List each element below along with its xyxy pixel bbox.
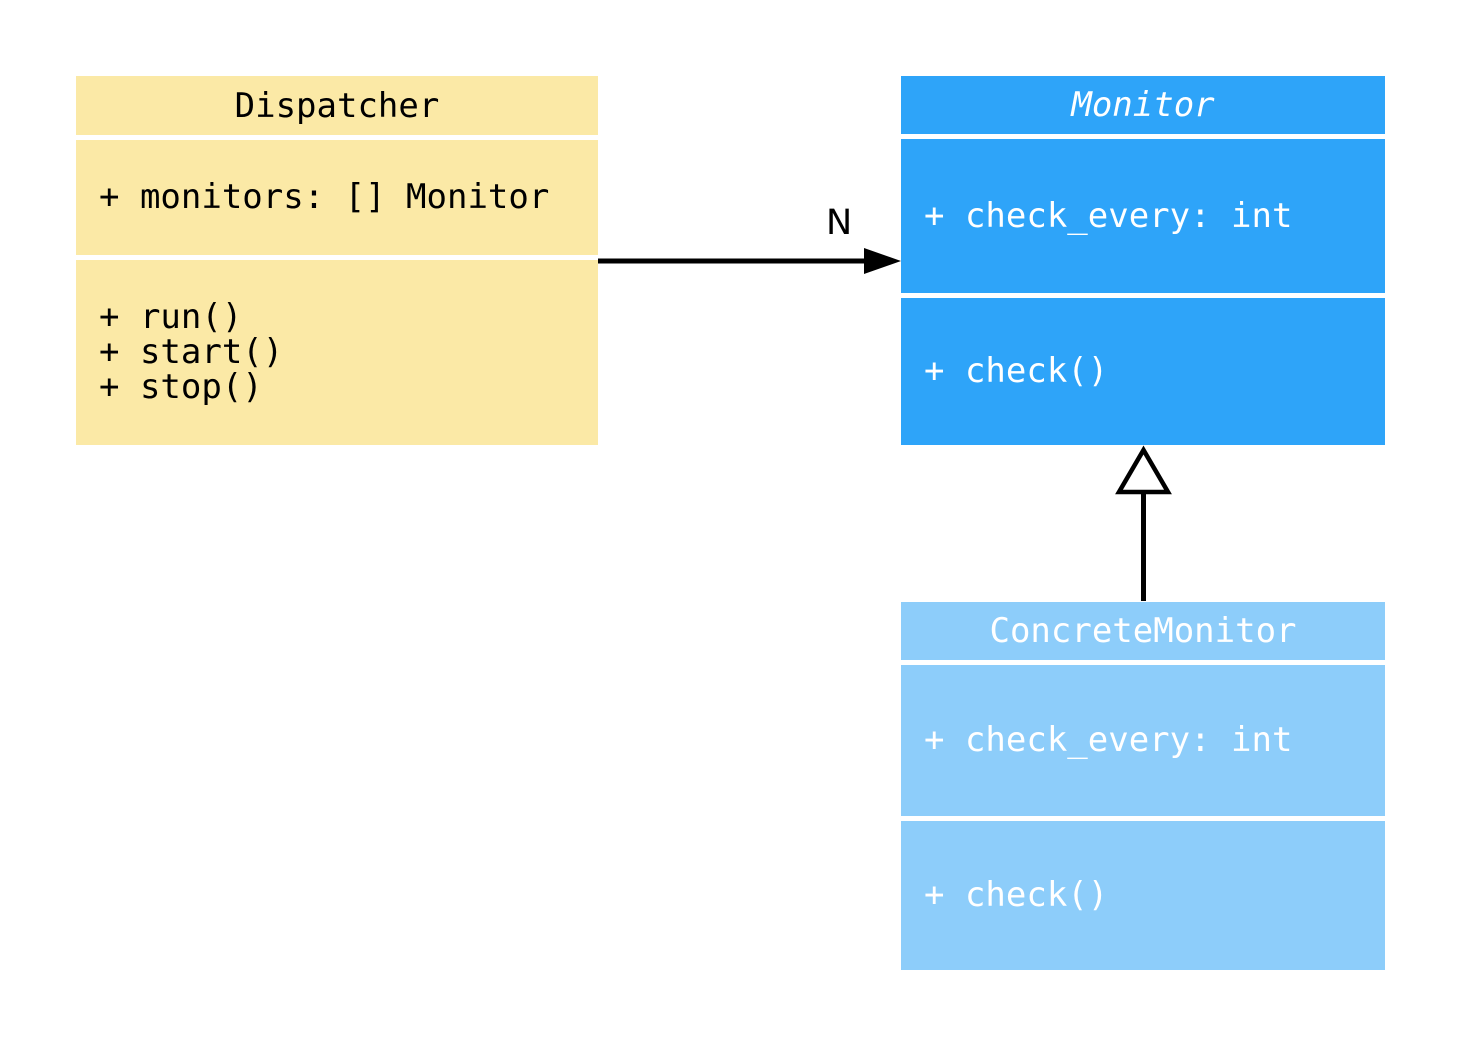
class-name-dispatcher: Dispatcher bbox=[234, 85, 440, 126]
inheritance-triangle-icon bbox=[1115, 445, 1172, 495]
attribute-line: + check_every: int bbox=[924, 720, 1293, 760]
method-line: + check() bbox=[924, 351, 1109, 391]
class-attributes-section: + check_every: int bbox=[901, 665, 1385, 816]
method-line: + stop() bbox=[99, 367, 263, 407]
class-title-section: ConcreteMonitor bbox=[901, 602, 1385, 660]
class-attributes-section: + check_every: int bbox=[901, 139, 1385, 293]
class-title-section: Dispatcher bbox=[76, 76, 598, 135]
class-attributes-section: + monitors: [] Monitor bbox=[76, 140, 598, 255]
class-methods-section: + check() bbox=[901, 298, 1385, 445]
class-title-section: Monitor bbox=[901, 76, 1385, 134]
class-name-monitor: Monitor bbox=[1071, 85, 1215, 125]
method-line: + check() bbox=[924, 875, 1109, 915]
class-methods-section: + run() + start() + stop() bbox=[76, 260, 598, 445]
association-arrowhead-icon bbox=[864, 248, 901, 274]
association-multiplicity-label: N bbox=[826, 203, 853, 243]
class-methods-section: + check() bbox=[901, 821, 1385, 970]
class-box-monitor: Monitor + check_every: int + check() bbox=[901, 76, 1385, 445]
class-name-concrete-monitor: ConcreteMonitor bbox=[989, 611, 1297, 651]
attribute-line: + check_every: int bbox=[924, 195, 1293, 236]
attribute-line: + monitors: [] Monitor bbox=[99, 177, 550, 217]
class-box-dispatcher: Dispatcher + monitors: [] Monitor + run(… bbox=[76, 76, 598, 445]
class-box-concrete-monitor: ConcreteMonitor + check_every: int + che… bbox=[901, 602, 1385, 970]
method-line: + start() bbox=[99, 332, 284, 372]
method-line: + run() bbox=[99, 297, 243, 337]
